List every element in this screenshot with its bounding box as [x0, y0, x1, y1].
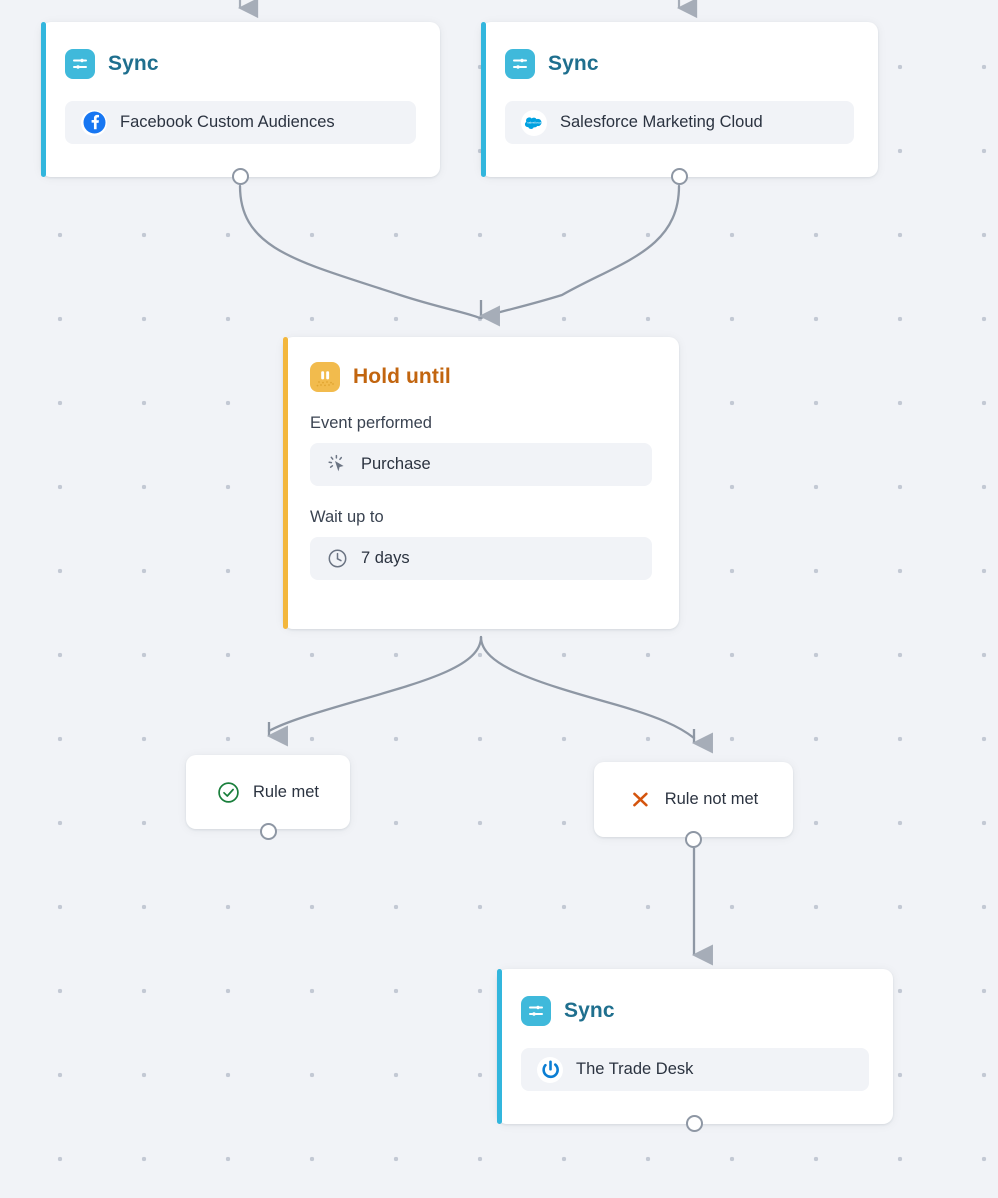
edge-hold-to-rule-met: [267, 635, 483, 733]
branch-rule-not-met[interactable]: Rule not met: [594, 762, 793, 848]
field-value-event-performed[interactable]: Purchase: [310, 443, 652, 486]
field-label-event-performed: Event performed: [310, 414, 432, 432]
node-accent-bar: [283, 337, 288, 629]
destination-chip[interactable]: salesforce Salesforce Marketing Cloud: [505, 101, 854, 144]
sync-sliders-icon: [65, 49, 95, 79]
node-header: Sync: [41, 22, 440, 79]
node-sync-tradedesk[interactable]: Sync The Trade Desk: [497, 969, 893, 1132]
event-value-label: Purchase: [361, 455, 431, 473]
field-value-wait-up-to[interactable]: 7 days: [310, 537, 652, 580]
node-header: Hold until: [283, 337, 679, 392]
node-header: Sync: [497, 969, 893, 1026]
edge-salesforce-to-hold: [479, 184, 681, 320]
pause-icon: [310, 362, 340, 392]
output-handle[interactable]: [671, 168, 688, 185]
destination-label: Facebook Custom Audiences: [120, 113, 335, 131]
output-handle[interactable]: [232, 168, 249, 185]
destination-chip[interactable]: Facebook Custom Audiences: [65, 101, 416, 144]
output-handle[interactable]: [686, 1115, 703, 1132]
sync-sliders-icon: [521, 996, 551, 1026]
node-hold-until[interactable]: Hold until Event performed: [283, 337, 679, 629]
click-cursor-icon: [326, 454, 348, 476]
node-accent-bar: [41, 22, 46, 177]
trade-desk-power-icon: [537, 1056, 563, 1083]
branch-label: Rule met: [252, 782, 320, 801]
branch-rule-met[interactable]: Rule met: [186, 755, 350, 840]
sync-sliders-icon: [505, 49, 535, 79]
node-title: Sync: [108, 52, 159, 75]
edge-hold-to-rule-not-met: [479, 635, 696, 740]
node-accent-bar: [481, 22, 486, 177]
output-handle[interactable]: [685, 831, 702, 848]
facebook-logo-icon: [81, 109, 107, 136]
output-handle[interactable]: [260, 823, 277, 840]
wait-value-label: 7 days: [361, 549, 410, 567]
field-label-wait-up-to: Wait up to: [310, 508, 384, 526]
node-title: Sync: [548, 52, 599, 75]
destination-chip[interactable]: The Trade Desk: [521, 1048, 869, 1091]
clock-icon: [326, 548, 348, 570]
node-sync-facebook[interactable]: Sync Facebook Custom Audiences: [41, 22, 440, 185]
node-title: Hold until: [353, 365, 451, 388]
edge-facebook-to-hold: [238, 184, 482, 320]
svg-text:salesforce: salesforce: [527, 121, 541, 125]
branch-label: Rule not met: [664, 790, 759, 808]
node-sync-salesforce[interactable]: Sync salesforce Salesforce Marketing Clo…: [481, 22, 878, 185]
node-header: Sync: [481, 22, 878, 79]
destination-label: The Trade Desk: [576, 1060, 694, 1078]
check-circle-icon: [217, 781, 240, 804]
node-title: Sync: [564, 999, 615, 1022]
node-accent-bar: [497, 969, 502, 1124]
destination-label: Salesforce Marketing Cloud: [560, 113, 763, 131]
cross-icon: [629, 788, 652, 811]
salesforce-cloud-icon: salesforce: [521, 109, 547, 136]
